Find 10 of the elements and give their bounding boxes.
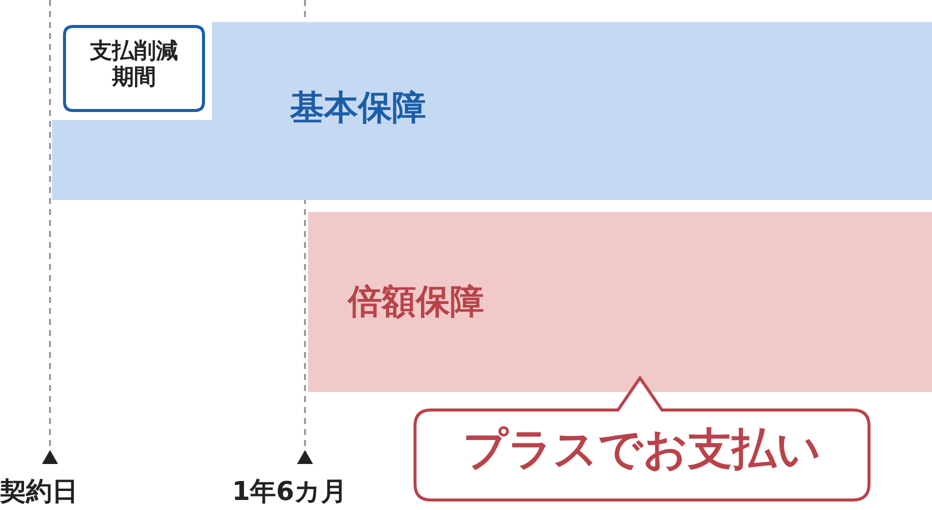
period-box — [63, 25, 205, 112]
coverage-band — [52, 22, 932, 200]
band-label: 倍額保障 — [348, 282, 484, 323]
band-label: 基本保障 — [290, 88, 426, 129]
period-label: 支払削減期間 — [88, 39, 179, 92]
timeline-label: 契約日 — [0, 476, 78, 509]
callout-text: プラスでお支払い — [462, 424, 822, 477]
timeline-label: 1年6カ月 — [232, 476, 348, 509]
callout-bubble — [413, 376, 871, 502]
coverage-band — [308, 212, 932, 392]
